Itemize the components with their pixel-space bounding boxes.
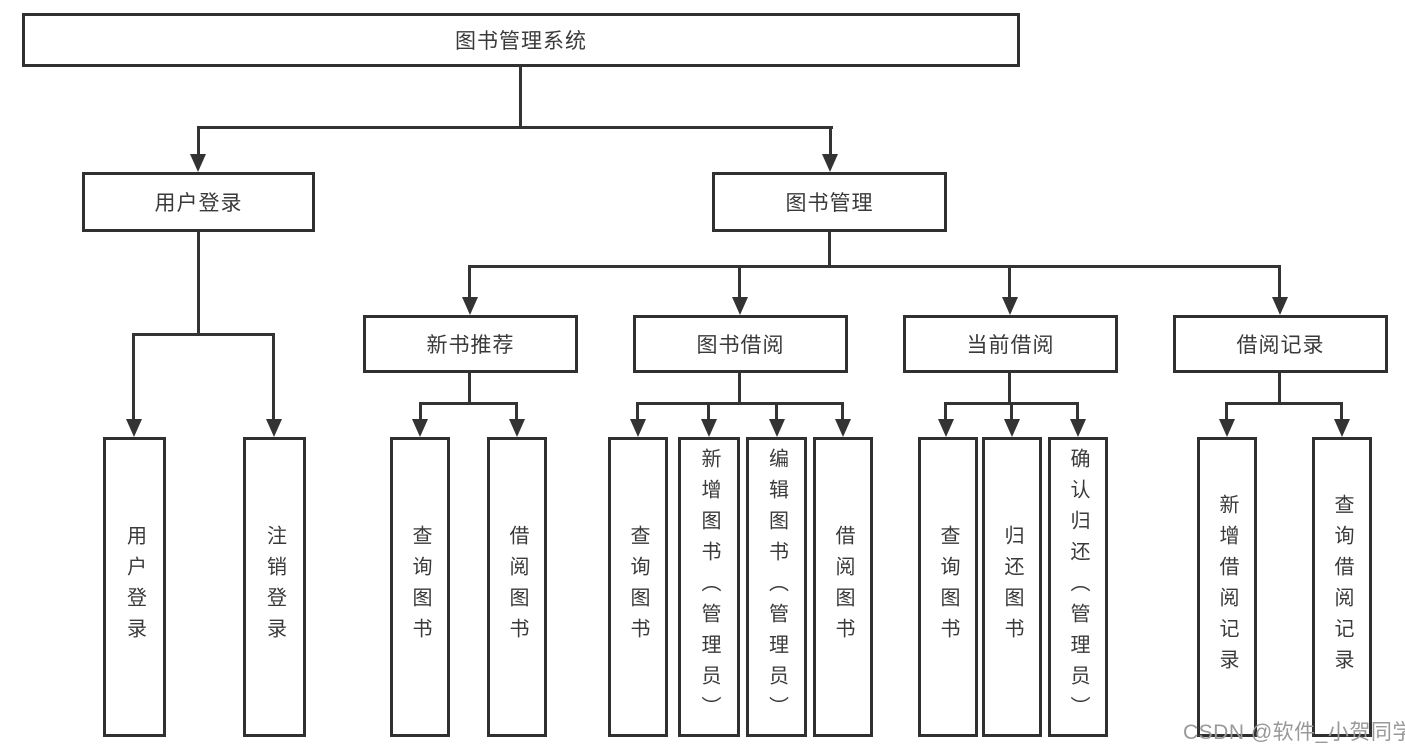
node-book-management: 图书管理 xyxy=(712,172,947,232)
leaf-logout: 注销登录 xyxy=(243,437,306,737)
arrow-down-icon xyxy=(1334,419,1350,437)
leaf-query-books-borrowing: 查询图书 xyxy=(608,437,668,737)
connector-to-current-borrowing xyxy=(1008,265,1011,299)
connector-leaf-stem xyxy=(841,402,844,421)
arrow-down-icon xyxy=(266,419,282,437)
leaf-confirm-return-admin: 确认归还（管理员） xyxy=(1048,437,1108,737)
leaf-confirm-return-admin-label: 确认归还（管理员） xyxy=(1067,447,1089,727)
connector-book-management-split xyxy=(468,265,1281,268)
leaf-borrow-books-label: 借阅图书 xyxy=(832,525,854,649)
connector-book-borrowing-stem xyxy=(738,373,741,405)
connector-to-leaf-user-login xyxy=(132,333,135,421)
arrow-down-icon xyxy=(1070,419,1086,437)
connector-leaf-stem xyxy=(419,402,422,421)
connector-new-book-split xyxy=(419,402,518,405)
connector-new-book-stem xyxy=(468,373,471,405)
connector-borrowing-records-stem xyxy=(1278,373,1281,405)
node-borrowing-records-label: 借阅记录 xyxy=(1236,334,1325,357)
connector-to-new-book xyxy=(468,265,471,299)
leaf-borrow-books-borrowing: 借阅图书 xyxy=(813,437,873,737)
connector-user-login-stem xyxy=(197,232,200,336)
leaf-add-borrow-record: 新增借阅记录 xyxy=(1197,437,1257,737)
leaf-query-books-current: 查询图书 xyxy=(918,437,978,737)
arrow-down-icon xyxy=(1002,297,1018,315)
arrow-down-icon xyxy=(835,419,851,437)
connector-leaf-stem xyxy=(944,402,947,421)
leaf-logout-label: 注销登录 xyxy=(263,525,286,649)
node-book-borrowing-label: 图书借阅 xyxy=(696,334,785,357)
connector-to-book-borrowing xyxy=(738,265,741,299)
arrow-down-icon xyxy=(1004,419,1020,437)
connector-current-borrowing-stem xyxy=(1008,373,1011,405)
node-new-book-recommendation: 新书推荐 xyxy=(363,315,578,373)
csdn-watermark: CSDN @软件_小贺同学 xyxy=(1183,721,1405,744)
arrow-down-icon xyxy=(630,419,646,437)
connector-leaf-stem xyxy=(636,402,639,421)
arrow-down-icon xyxy=(462,297,478,315)
connector-root-split xyxy=(197,126,833,129)
leaf-query-books-label: 查询图书 xyxy=(627,525,649,649)
connector-leaf-stem xyxy=(515,402,518,421)
arrow-down-icon xyxy=(190,154,206,172)
arrow-down-icon xyxy=(1219,419,1235,437)
arrow-down-icon xyxy=(938,419,954,437)
leaf-return-books-label: 归还图书 xyxy=(1001,525,1023,649)
arrow-down-icon xyxy=(509,419,525,437)
arrow-down-icon xyxy=(412,419,428,437)
connector-leaf-stem xyxy=(1340,402,1343,421)
arrow-down-icon xyxy=(822,154,838,172)
connector-root-stem xyxy=(519,67,522,129)
leaf-add-book-admin: 新增图书（管理员） xyxy=(678,437,740,737)
leaf-return-books: 归还图书 xyxy=(982,437,1042,737)
node-user-login: 用户登录 xyxy=(82,172,315,232)
leaf-edit-book-admin-label: 编辑图书（管理员） xyxy=(765,447,788,727)
connector-to-leaf-logout xyxy=(272,333,275,421)
arrow-down-icon xyxy=(701,419,717,437)
connector-leaf-stem xyxy=(1076,402,1079,421)
connector-leaf-stem xyxy=(1225,402,1228,421)
leaf-query-borrow-record-label: 查询借阅记录 xyxy=(1331,494,1353,680)
connector-leaf-stem xyxy=(1010,402,1013,421)
leaf-query-books-label: 查询图书 xyxy=(937,525,959,649)
connector-to-user-login xyxy=(197,126,200,156)
connector-to-book-management xyxy=(829,126,832,156)
leaf-add-book-admin-label: 新增图书（管理员） xyxy=(698,447,720,727)
leaf-query-borrow-record: 查询借阅记录 xyxy=(1312,437,1372,737)
leaf-query-books-recommend: 查询图书 xyxy=(390,437,450,737)
leaf-borrow-books-label: 借阅图书 xyxy=(506,525,528,649)
leaf-borrow-books-recommend: 借阅图书 xyxy=(487,437,547,737)
connector-user-login-split xyxy=(132,333,275,336)
node-book-borrowing: 图书借阅 xyxy=(633,315,848,373)
node-root: 图书管理系统 xyxy=(22,13,1020,67)
node-borrowing-records: 借阅记录 xyxy=(1173,315,1388,373)
node-user-login-label: 用户登录 xyxy=(154,192,243,215)
connector-leaf-stem xyxy=(775,402,778,421)
node-new-book-recommendation-label: 新书推荐 xyxy=(426,334,515,357)
leaf-edit-book-admin: 编辑图书（管理员） xyxy=(746,437,807,737)
connector-to-borrowing-records xyxy=(1278,265,1281,299)
leaf-query-books-label: 查询图书 xyxy=(409,525,431,649)
node-current-borrowing-label: 当前借阅 xyxy=(966,334,1055,357)
arrow-down-icon xyxy=(732,297,748,315)
node-current-borrowing: 当前借阅 xyxy=(903,315,1118,373)
node-root-label: 图书管理系统 xyxy=(455,30,587,53)
node-book-management-label: 图书管理 xyxy=(785,192,874,215)
arrow-down-icon xyxy=(769,419,785,437)
arrow-down-icon xyxy=(1272,297,1288,315)
connector-book-borrowing-split xyxy=(636,402,844,405)
connector-leaf-stem xyxy=(707,402,710,421)
leaf-user-login-label: 用户登录 xyxy=(123,525,146,649)
leaf-user-login: 用户登录 xyxy=(103,437,166,737)
connector-book-management-stem xyxy=(828,232,831,268)
arrow-down-icon xyxy=(126,419,142,437)
leaf-add-borrow-record-label: 新增借阅记录 xyxy=(1216,494,1238,680)
connector-borrowing-records-split xyxy=(1225,402,1343,405)
